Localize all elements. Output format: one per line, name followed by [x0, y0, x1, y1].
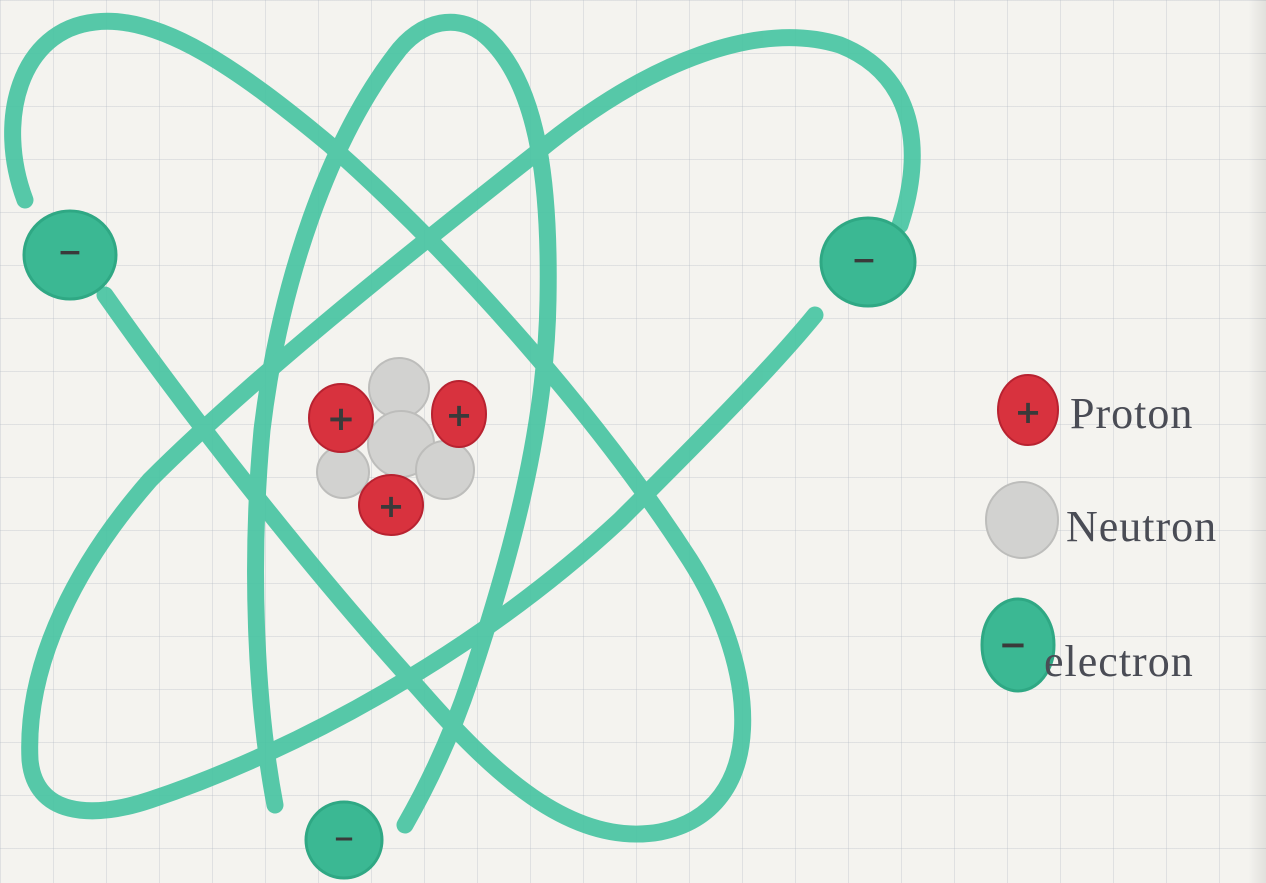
proton: + [358, 474, 424, 536]
legend-proton-swatch: + [997, 374, 1059, 446]
neutron [316, 445, 370, 499]
proton: + [431, 380, 487, 448]
legend-proton-label: Proton [1070, 389, 1194, 438]
legend-proton-shape [997, 374, 1059, 446]
electron-bottom: − [304, 800, 384, 880]
proton: + [308, 383, 374, 453]
legend-electron-swatch: − [980, 597, 1056, 693]
orbit-path [4, 12, 752, 843]
nucleus: + + + [308, 357, 487, 536]
proton-plus-sign: + [446, 396, 473, 434]
proton-shape [308, 383, 374, 453]
electron-right: − [819, 216, 917, 308]
proton-plus-sign: + [378, 487, 405, 525]
legend-electron-shape [980, 597, 1056, 693]
proton-plus-sign: + [327, 399, 356, 439]
neutron [368, 357, 430, 419]
electron-minus-sign: − [851, 243, 876, 278]
electron-minus-sign: − [333, 824, 355, 854]
electron-minus-sign: − [57, 235, 82, 270]
legend-proton-plus-sign: + [1015, 393, 1042, 431]
legend-electron-label: electron [1044, 637, 1194, 686]
legend-neutron-swatch [985, 481, 1059, 559]
page-edge-shadow [1248, 0, 1266, 883]
proton-shape [358, 474, 424, 536]
proton-shape [431, 380, 487, 448]
electron-top-left: − [22, 209, 118, 301]
electron-shape [304, 800, 384, 880]
legend: + − [980, 374, 1059, 693]
electron-shape [22, 209, 118, 301]
legend-neutron-label: Neutron [1066, 502, 1218, 551]
neutron [415, 440, 475, 500]
legend-electron-minus-sign: − [999, 625, 1028, 665]
orbit-path [21, 29, 921, 820]
electron-shape [819, 216, 917, 308]
